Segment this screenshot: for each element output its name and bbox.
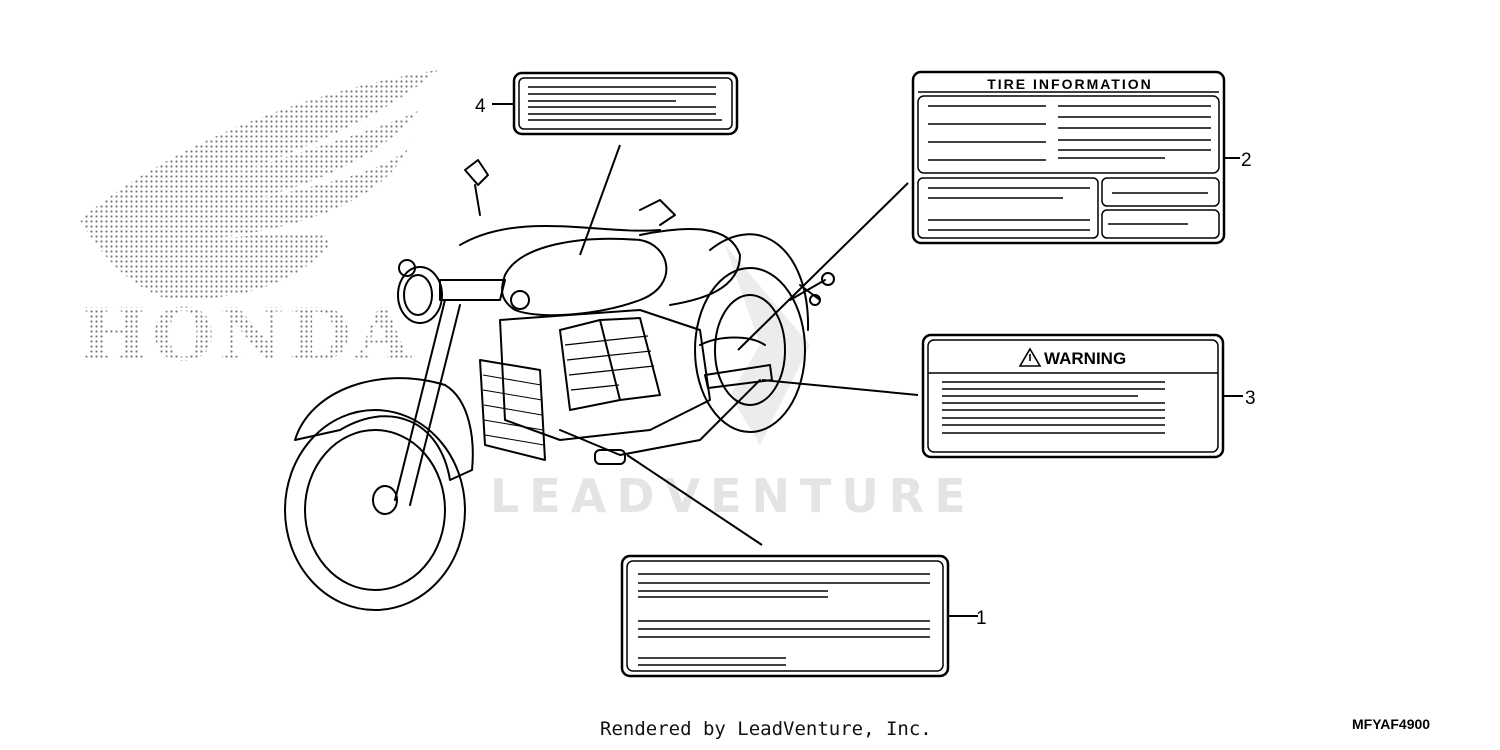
leader-lines bbox=[492, 103, 1243, 617]
diagram-code: MFYAF4900 bbox=[1352, 716, 1431, 732]
warning-label: WARNING bbox=[921, 333, 1225, 459]
callout-3[interactable]: 3 bbox=[1245, 388, 1256, 409]
callout-2[interactable]: 2 bbox=[1241, 150, 1252, 171]
footer-credit: Rendered by LeadVenture, Inc. bbox=[600, 718, 932, 740]
callout-1[interactable]: 1 bbox=[976, 608, 987, 629]
honda-wordmark: HONDA bbox=[80, 292, 415, 377]
honda-wing-logo: HONDA bbox=[80, 70, 438, 377]
motorcycle-illustration bbox=[284, 159, 835, 611]
tire-information-label: TIRE INFORMATION bbox=[911, 70, 1226, 245]
warning-triangle-icon bbox=[1018, 347, 1042, 367]
watermark-text: LEADVENTURE bbox=[490, 469, 976, 523]
tire-information-title: TIRE INFORMATION bbox=[987, 76, 1153, 92]
warning-title: WARNING bbox=[1044, 349, 1126, 368]
label-4-plate bbox=[512, 71, 739, 136]
callout-4[interactable]: 4 bbox=[475, 96, 486, 117]
label-1-plate bbox=[620, 554, 950, 678]
